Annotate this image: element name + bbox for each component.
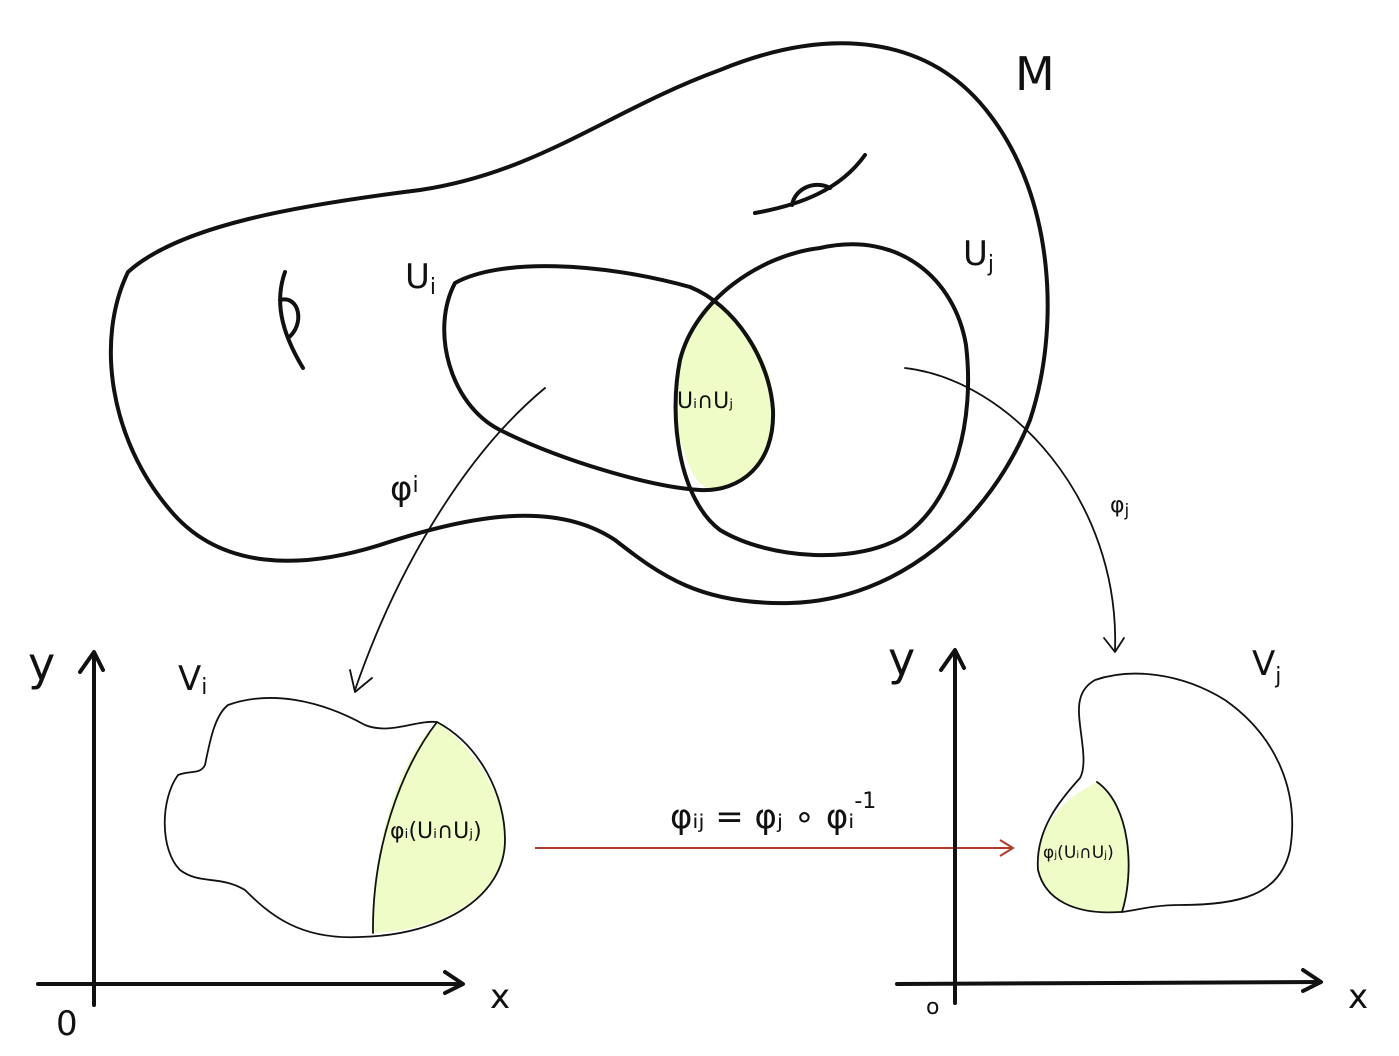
- image-vj-divider: [1096, 781, 1130, 913]
- image-domain-vj: [1036, 672, 1294, 914]
- label-transition: φᵢⱼ = φⱼ ∘ φᵢ-1: [670, 789, 876, 837]
- left-x-axis-arrowhead: [443, 970, 465, 995]
- label-vj: Vj: [1252, 644, 1281, 689]
- map-phi-j-arrowhead: [1103, 637, 1125, 653]
- right-x-axis-label: x: [1348, 977, 1368, 1017]
- right-x-axis-arrowhead: [1301, 968, 1323, 993]
- left-y-axis-label: y: [28, 637, 55, 691]
- label-manifold-m: M: [1015, 47, 1055, 101]
- right-x-axis: [895, 980, 1322, 986]
- label-uj: Uj: [963, 234, 994, 277]
- image-domain-vj-overlap: [1037, 782, 1129, 913]
- map-phi-j-arrow: [904, 367, 1116, 651]
- left-origin-label: 0: [56, 1004, 78, 1044]
- label-vi-overlap: φᵢ(Uᵢ∩Uⱼ): [390, 819, 482, 844]
- right-y-axis-arrowhead: [939, 648, 966, 672]
- chart-domain-uj: [673, 242, 971, 558]
- right-origin-label: o: [926, 995, 939, 1020]
- map-phi-i-arrowhead: [349, 669, 373, 693]
- left-x-axis-label: x: [490, 977, 510, 1017]
- label-phi-i: φi: [390, 469, 419, 509]
- intersection-region: [674, 300, 774, 490]
- transition-arrowhead: [999, 839, 1015, 857]
- right-y-axis-label: y: [888, 632, 915, 686]
- manifold-handle-cap: [790, 182, 832, 207]
- manifold-handle-upper: [753, 153, 867, 215]
- label-vi: Vi: [178, 659, 207, 700]
- left-y-axis-arrowhead: [78, 650, 105, 674]
- label-ui: Ui: [405, 257, 436, 300]
- label-vj-overlap: φⱼ(Uᵢ∩Uⱼ): [1043, 843, 1114, 863]
- image-domain-vi: [163, 697, 506, 939]
- image-vi-divider: [372, 721, 438, 934]
- manifold-outline: [108, 41, 1050, 606]
- map-phi-i-arrow: [354, 387, 546, 691]
- chart-domain-ui: [442, 264, 776, 493]
- manifold-curl: [278, 270, 305, 370]
- label-intersection: Uᵢ∩Uⱼ: [677, 389, 733, 414]
- label-phi-j: φj: [1110, 493, 1129, 521]
